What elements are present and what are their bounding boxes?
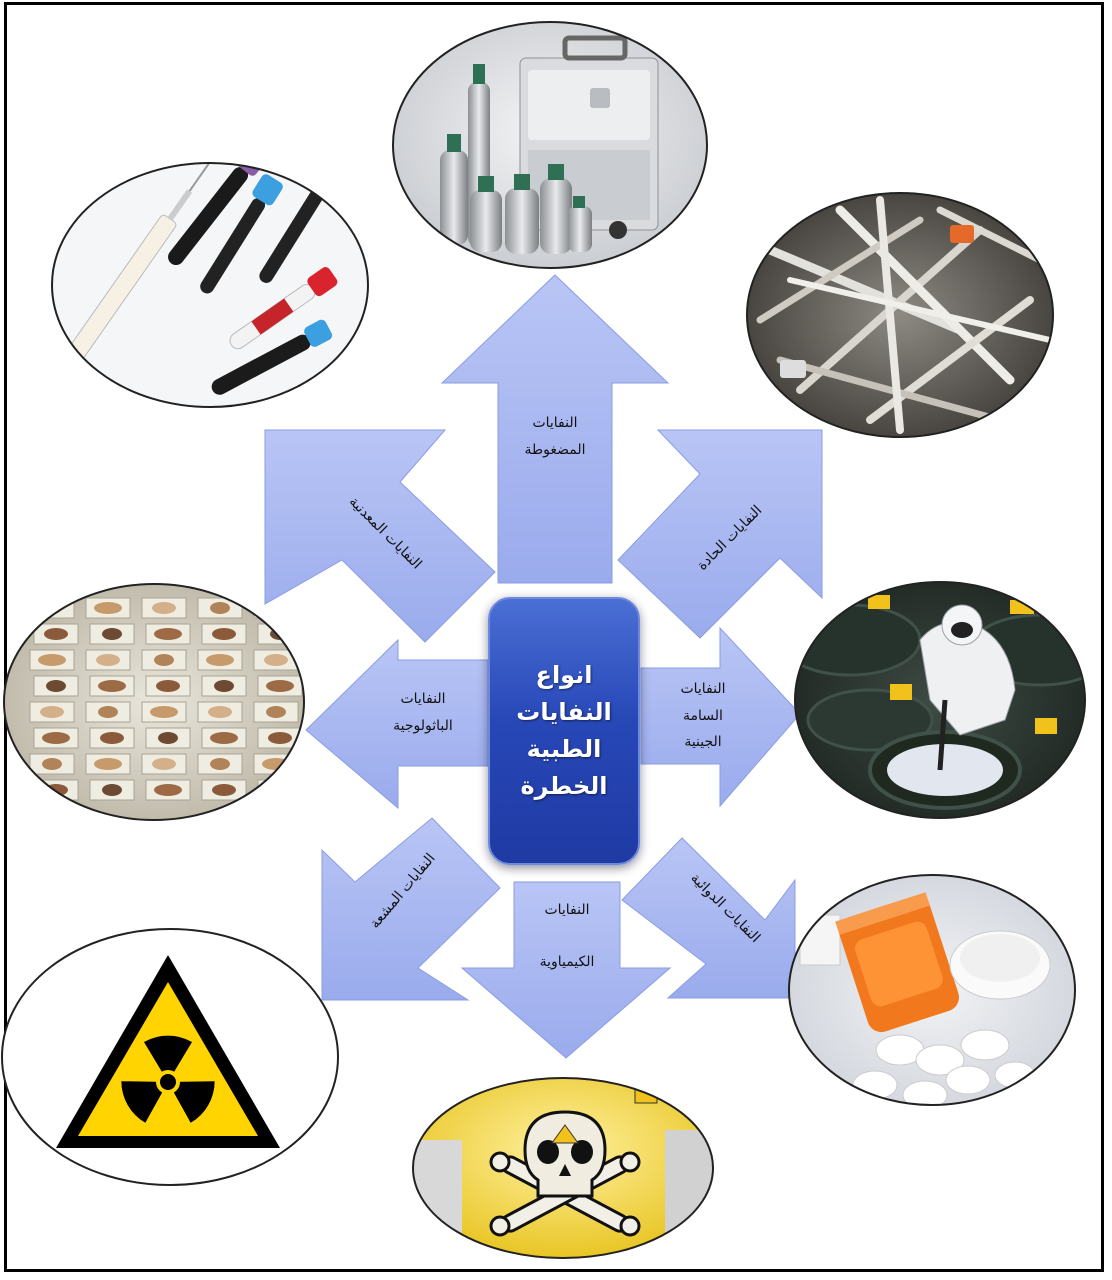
center-title-box: انواع النفايات الطبية الخطرة <box>488 597 640 865</box>
blood-tubes-syringe-image <box>51 162 369 408</box>
skull-crossbones-image <box>412 1077 714 1259</box>
pill-bottle-image <box>788 874 1076 1106</box>
label-pathological-waste: النفايات الباثولوجية <box>393 691 453 734</box>
center-title: انواع النفايات الطبية الخطرة <box>516 660 612 801</box>
arrow-toxic <box>640 626 801 808</box>
arrow-pharma <box>621 837 796 999</box>
radiation-symbol <box>1 928 339 1186</box>
arrow-pathological <box>305 638 489 810</box>
toxic-drums-worker-image <box>794 581 1086 819</box>
arrow-sharps <box>617 429 823 639</box>
arrow-radioactive <box>321 817 501 1001</box>
arrow-chemical <box>460 881 672 1059</box>
label-chemical-waste: النفايات الكيمياوية <box>539 902 595 970</box>
arrow-metal <box>264 429 496 643</box>
arrow-compressed <box>440 274 670 584</box>
used-syringes-image <box>746 192 1054 438</box>
pathology-slides-image <box>3 583 305 821</box>
arrows <box>264 274 823 1059</box>
label-compressed-waste: النفايات المضغوطة <box>524 415 586 458</box>
gas-cylinders-image <box>392 21 708 269</box>
label-toxic-waste: النفايات السامة الجينية <box>680 681 726 751</box>
